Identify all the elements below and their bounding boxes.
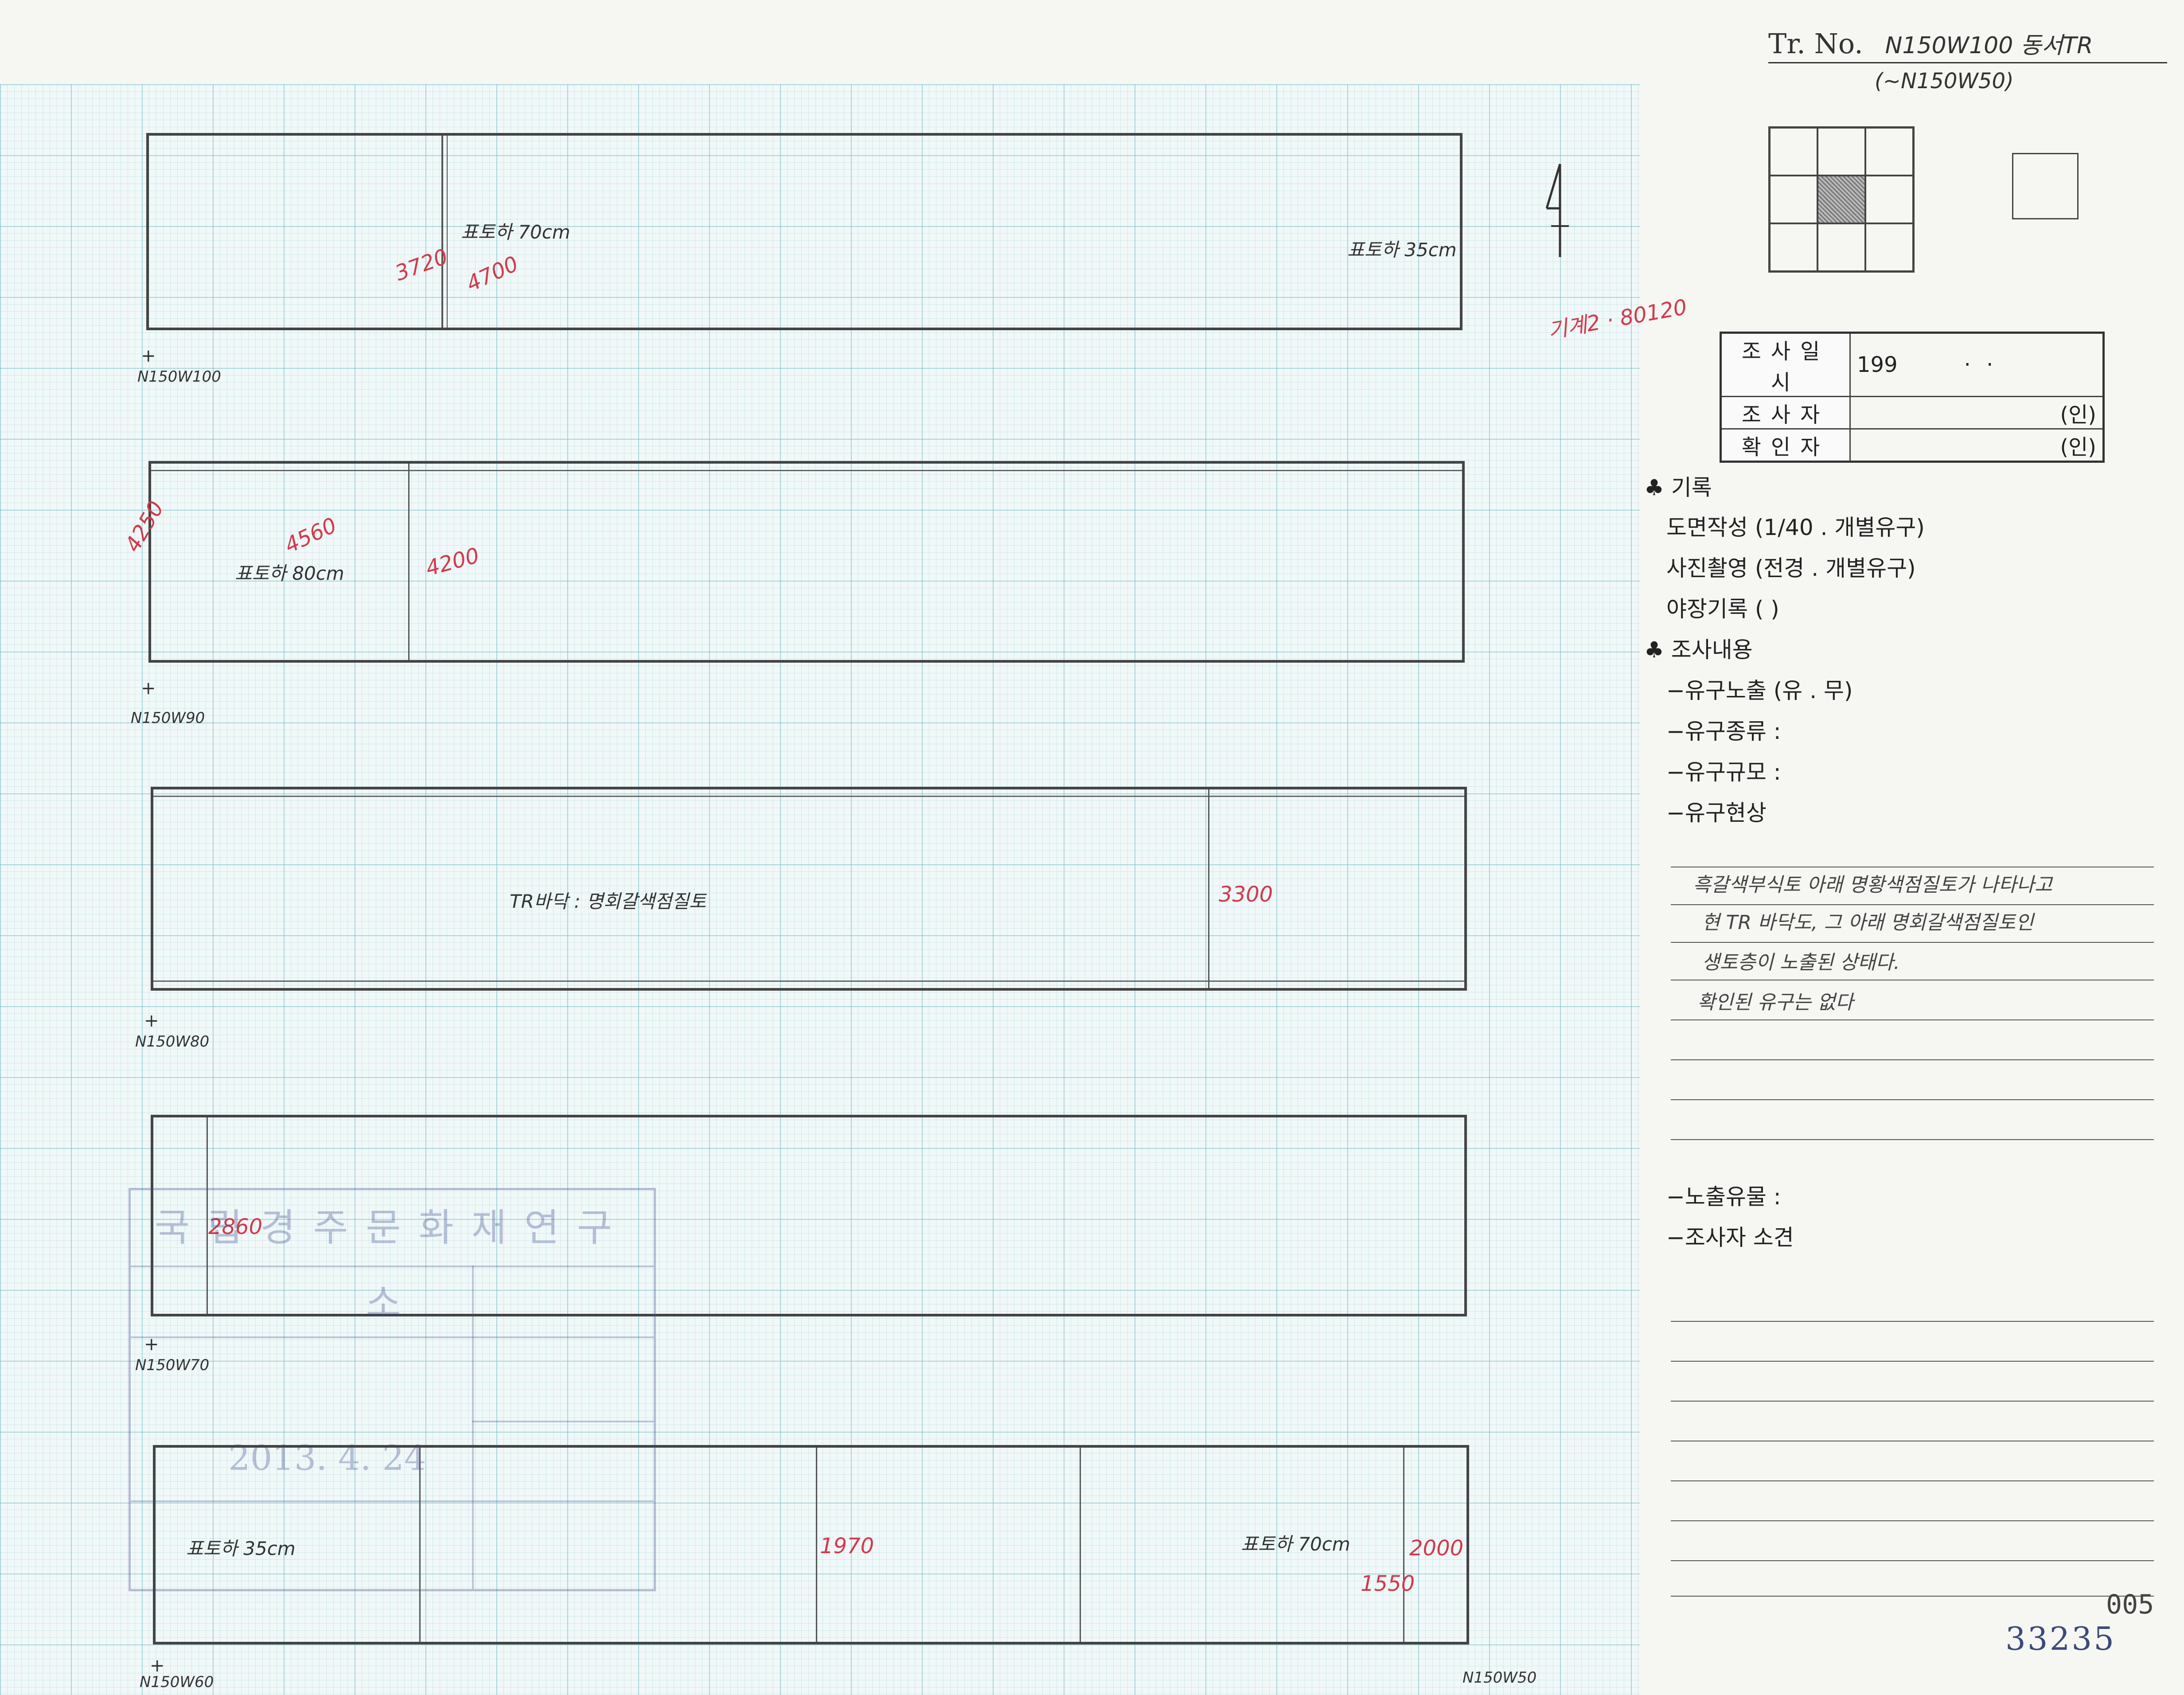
grid-coordinate: N150W80 (135, 1033, 210, 1051)
section-line (1080, 1448, 1081, 1642)
record-item: 사진촬영 (전경 . 개별유구) (1666, 555, 1916, 581)
survey-item: −유구노출 (유 . 무) (1666, 678, 1853, 703)
location-key-grid (1768, 126, 1915, 273)
section-line (1403, 1448, 1404, 1642)
elevation-mark: 3300 (1219, 882, 1273, 907)
observation-note: 현 TR 바닥도, 그 아래 명회갈색점질토인 (1702, 911, 2034, 934)
north-arrow-icon (1545, 164, 1569, 257)
depth-note: 표토하 70cm (461, 221, 570, 243)
observation-note: 확인된 유구는 없다 (1697, 991, 1853, 1014)
selected-cell (1817, 176, 1865, 223)
section-line (207, 1117, 208, 1314)
investigator-opinion: −조사자 소견 (1666, 1225, 1794, 1250)
document-number: 33235 (2005, 1620, 2116, 1657)
survey-item: −유구규모 : (1666, 759, 1781, 785)
depth-note: 표토하 70cm (1241, 1533, 1350, 1555)
row-label: 확인자 (1720, 428, 1851, 462)
legend-box (2012, 153, 2079, 219)
elevation-mark: 2000 (1409, 1536, 1464, 1561)
page-number: 005 (2106, 1589, 2154, 1620)
depth-note: 표토하 80cm (235, 562, 344, 584)
grid-coordinate: N150W90 (131, 709, 205, 727)
observation-note: 흑갈색부식토 아래 명황색점질토가 나타나고 (1693, 874, 2053, 896)
survey-item: −유구현상 (1666, 800, 1767, 826)
trench-strip-1 (146, 133, 1462, 330)
row-label: 조사자 (1720, 396, 1851, 430)
record-item: 야장기록 ( ) (1666, 596, 1779, 622)
section-line (816, 1448, 817, 1642)
tr-value: N150W100 동서TR (1885, 32, 2093, 59)
survey-info-table: 조사일시 199· · 조사자 (인) 확인자 (인) (1720, 332, 2105, 463)
table-row: 조사일시 199· · (1720, 332, 2104, 397)
row-value: 199· · (1849, 332, 2104, 397)
trench-number: Tr. No. N150W100 동서TR (~N150W50) (1768, 27, 2167, 94)
section-line (441, 136, 443, 328)
survey-item: −유구종류 : (1666, 719, 1781, 744)
graph-paper-grid (0, 84, 1640, 1695)
grid-coordinate: N150W70 (135, 1356, 210, 1374)
grid-coordinate: N150W100 (137, 368, 221, 386)
floor-note: TR바닥 : 명회갈색점질토 (510, 890, 706, 912)
row-value: (인) (1849, 396, 2104, 430)
grid-coordinate: N150W60 (140, 1673, 214, 1691)
section-line (447, 136, 448, 328)
trench-strip-2 (148, 461, 1465, 663)
tr-label: Tr. No. (1768, 27, 1863, 60)
exposed-artifacts: −노출유물 : (1666, 1184, 1781, 1210)
section-line (1208, 789, 1209, 988)
grid-coordinate-end: N150W50 (1462, 1669, 1537, 1687)
record-heading: ♣ 기록 (1644, 475, 1712, 500)
depth-note: 표토하 35cm (186, 1538, 296, 1559)
depth-note: 표토하 35cm (1347, 239, 1457, 261)
elevation-mark: 1550 (1361, 1571, 1415, 1596)
trench-strip-5 (153, 1445, 1469, 1644)
row-label: 조사일시 (1720, 332, 1851, 397)
section-line (408, 464, 410, 660)
record-item: 도면작성 (1/40 . 개별유구) (1666, 515, 1925, 540)
elevation-mark: 1970 (820, 1534, 874, 1558)
tr-range: (~N150W50) (1875, 69, 2014, 94)
section-line (419, 1448, 421, 1642)
survey-heading: ♣ 조사내용 (1644, 637, 1753, 663)
table-row: 조사자 (인) (1720, 396, 2104, 430)
table-row: 확인자 (인) (1720, 428, 2104, 462)
row-value: (인) (1849, 428, 2104, 462)
stamp-title: 국립경주문화재연구소 (131, 1190, 654, 1325)
trench-strip-4 (151, 1115, 1467, 1316)
trench-strip-3 (151, 787, 1467, 991)
elevation-mark: 2860 (208, 1215, 263, 1239)
observation-note: 생토층이 노출된 상태다. (1702, 951, 1900, 974)
